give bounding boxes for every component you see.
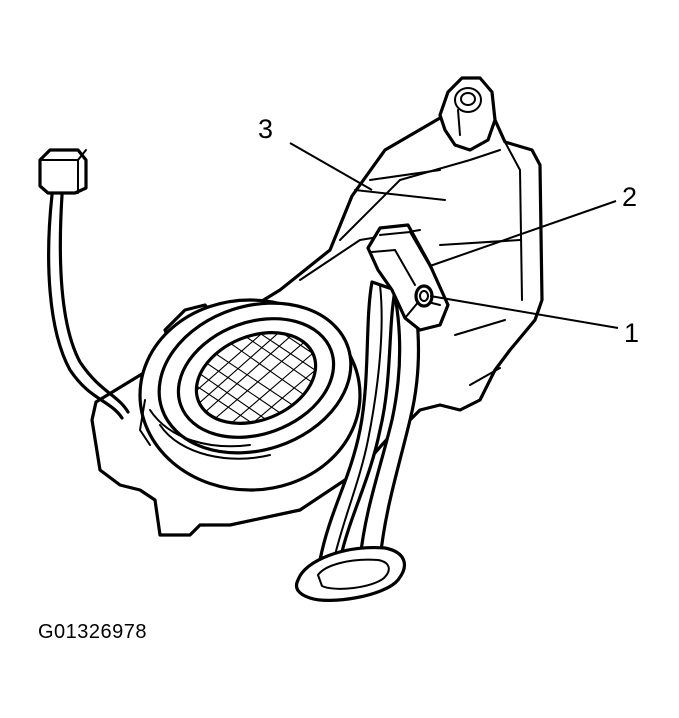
callout-3-leader: [289, 142, 373, 191]
electrical-connector: [38, 148, 88, 195]
top-mount-tab: [438, 76, 497, 152]
callout-2-label: 2: [622, 182, 637, 212]
callout-3-label: 3: [258, 114, 273, 144]
connector-wire: [47, 193, 130, 420]
clip-fastener: [414, 284, 434, 308]
inlet-screen: [182, 315, 330, 441]
blower-motor: [138, 298, 362, 492]
callout-2-leader: [429, 200, 617, 267]
callout-1-label: 1: [624, 318, 639, 348]
hose-flange: [294, 546, 407, 602]
callout-1-leader: [429, 295, 619, 329]
figure-id: G01326978: [38, 621, 148, 643]
